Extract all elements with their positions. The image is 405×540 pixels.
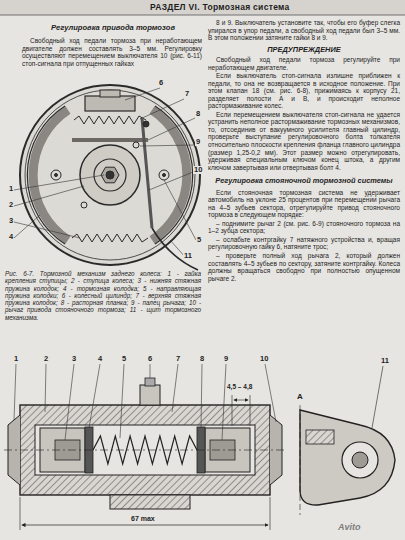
callout-number: 9: [223, 355, 229, 363]
header-band: [0, 0, 405, 15]
callout-number: 5: [121, 355, 127, 363]
callout-number: 4: [97, 355, 103, 363]
section-heading: ПРЕДУПРЕЖДЕНИЕ: [208, 46, 400, 55]
callout-number: 8: [195, 110, 201, 118]
page-title: РАЗДЕЛ VI. Тормозная система: [150, 3, 390, 13]
section-heading: Регулировка привода тормозов: [28, 24, 198, 33]
callout-number: 7: [175, 355, 181, 363]
callout-number: 2: [43, 355, 49, 363]
body-paragraph: – поднимите рычаг 2 (см. рис. 6-9) стоян…: [208, 220, 400, 235]
body-paragraph: Если стояночная тормозная система не уде…: [208, 189, 400, 219]
callout-number: 6: [147, 355, 153, 363]
watermark: Avito: [338, 522, 361, 532]
callout-number: 9: [195, 138, 201, 146]
dimension-label: 4,5 – 4,8: [226, 384, 253, 391]
dimension-label: 67 max: [130, 515, 156, 522]
body-paragraph: – ослабьте контргайку 7 натяжного устрой…: [208, 236, 400, 251]
body-paragraph: Свободный ход педали тормоза при неработ…: [22, 37, 202, 67]
body-paragraph: – проверьте полный ход рычага 2, который…: [208, 252, 400, 282]
callout-number: 10: [259, 355, 269, 363]
leader-lines: [14, 364, 276, 440]
wheel-cylinder-section: [4, 378, 286, 530]
body-paragraph: 8 и 9. Выключатель установите так, чтобы…: [208, 19, 400, 42]
drum-brake-drawing: [20, 85, 200, 270]
callout-number: 11: [380, 357, 390, 365]
body-paragraph: Если выключатель стоп-сигнала излишне пр…: [208, 72, 400, 110]
leader-lines: [14, 88, 196, 258]
callout-number: 7: [184, 90, 190, 98]
body-paragraph: Свободный ход педали тормоза регулируйте…: [208, 56, 400, 71]
figure-caption: Рис. 6-7. Тормозной механизм заднего кол…: [5, 270, 201, 321]
callout-number: 3: [8, 217, 14, 225]
callout-number: 1: [8, 185, 14, 193]
callout-number: 11: [183, 252, 193, 260]
callout-number: А: [296, 393, 304, 401]
body-paragraph: Если перемещением выключателя стоп-сигна…: [208, 111, 400, 171]
callout-number: 1: [13, 355, 19, 363]
callout-number: 5: [196, 236, 202, 244]
callout-number: 3: [71, 355, 77, 363]
section-heading: Регулировка стояночной тормозной системы: [208, 177, 400, 186]
callout-number: 4: [8, 233, 14, 241]
callout-number: 10: [193, 166, 203, 174]
callout-number: 8: [199, 355, 205, 363]
callout-number: 2: [8, 201, 14, 209]
lever-drawing: [300, 366, 395, 515]
callout-number: 6: [158, 79, 164, 87]
